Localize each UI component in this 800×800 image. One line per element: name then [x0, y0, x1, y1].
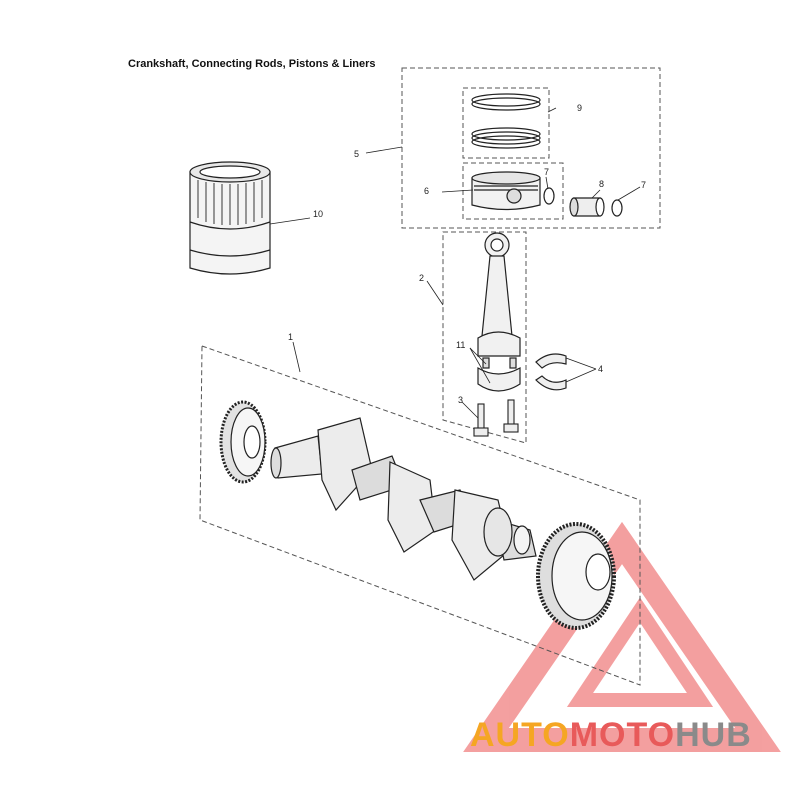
callout-4: 4 — [598, 364, 603, 374]
rod-bolts — [473, 399, 519, 437]
leader-lines — [269, 107, 641, 419]
callout-10: 10 — [313, 209, 323, 219]
callout-11: 11 — [456, 340, 465, 350]
crankshaft — [270, 417, 537, 581]
flywheel-ring-gear — [536, 522, 616, 630]
diagram-title: Crankshaft, Connecting Rods, Pistons & L… — [128, 58, 376, 70]
piston — [471, 171, 541, 211]
connecting-rod — [477, 232, 521, 392]
callout-7-piston: 7 — [544, 167, 549, 177]
callout-1: 1 — [288, 332, 293, 342]
callout-9: 9 — [577, 103, 582, 113]
callout-5: 5 — [354, 149, 359, 159]
connecting-rod-group — [442, 231, 527, 444]
callout-2: 2 — [419, 273, 424, 283]
crankshaft-timing-gear — [219, 400, 267, 484]
callout-labels: 1 2 3 4 5 6 7 7 8 9 10 11 — [288, 103, 646, 405]
piston-rings — [471, 93, 541, 149]
callout-3: 3 — [458, 395, 463, 405]
watermark-brand-text: AUTOMOTOHUB — [470, 716, 752, 755]
callout-6: 6 — [424, 186, 429, 196]
callout-8: 8 — [599, 179, 604, 189]
watermark-text-auto: AUTO — [470, 716, 570, 754]
bearing-shells — [535, 353, 567, 391]
circlip-and-pin — [543, 187, 623, 217]
cylinder-liner — [189, 161, 271, 275]
crankshaft-group — [199, 345, 641, 686]
watermark-text-hub: HUB — [675, 716, 752, 754]
watermark-logo-triangle — [463, 521, 781, 752]
callout-7-circlip: 7 — [641, 180, 646, 190]
watermark-text-moto: MOTO — [569, 716, 676, 754]
